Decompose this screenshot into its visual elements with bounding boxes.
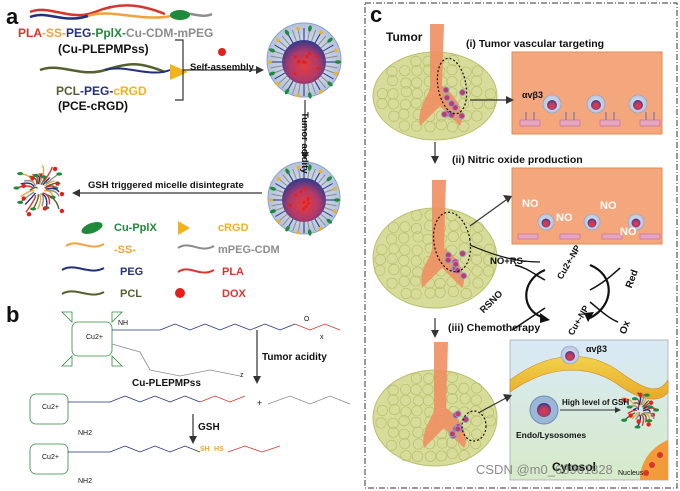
cu-label-1: Cu2+ xyxy=(86,334,103,341)
tumor-acidity-a: Tumor acidity xyxy=(299,112,310,174)
z-label: z xyxy=(240,372,244,379)
no-label-3: NO xyxy=(600,200,617,212)
cycle-left xyxy=(526,270,545,318)
sh-label: SH xyxy=(200,446,210,453)
cu-cdm-mpeg-text: Cu-CDM-mPEG xyxy=(126,26,213,40)
legend-ss-shape xyxy=(66,243,104,246)
plus-label: + xyxy=(257,398,262,408)
polymer1-label: PLA-SS-PEG-PplX-Cu-CDM-mPEG xyxy=(18,26,213,40)
self-assembly-text: Self-assembly xyxy=(190,62,254,73)
cu-pplx-ellipse xyxy=(170,10,190,20)
nh-label: NH xyxy=(118,320,128,327)
legend-mpeg-shape xyxy=(178,245,214,248)
panel-c-label: c xyxy=(370,2,382,28)
hs-label: HS xyxy=(214,446,224,453)
no-label-2: NO xyxy=(556,212,573,224)
legend-dox-shape xyxy=(175,288,185,298)
gsh-b: GSH xyxy=(198,422,220,433)
crgd-triangle xyxy=(170,64,188,80)
pcl-text: PCL xyxy=(56,84,80,98)
legend-dox: DOX xyxy=(222,288,246,300)
x-label: x xyxy=(320,334,324,341)
crgd-text: cRGD xyxy=(113,84,146,98)
legend-peg-shape xyxy=(62,267,104,270)
peg2-text: -PEG- xyxy=(80,84,113,98)
polymer2-label: PCL-PEG-cRGD xyxy=(56,84,147,98)
legend-cu-pplx: Cu-PplX xyxy=(114,222,157,234)
no-rs-text: NO+RS- xyxy=(490,256,526,267)
polymer2-name: (PCE-cRGD) xyxy=(58,99,128,113)
panel-b-molecules xyxy=(30,312,350,474)
step3-text: (iii) Chemotherapy xyxy=(448,322,540,334)
legend-cu-pplx-shape xyxy=(80,220,104,237)
legend-pla-shape xyxy=(178,269,214,272)
legend-mpeg-cdm: mPEG-CDM xyxy=(218,244,280,256)
disintegrated-micelle xyxy=(13,165,64,216)
endo-text: Endo/Lysosomes xyxy=(516,430,586,440)
cu-plepmpss-name: Cu-PLEPMPss xyxy=(132,378,201,389)
no-label-4: NO xyxy=(620,226,637,238)
dox-dot-arrow xyxy=(218,48,226,56)
step1-text: (i) Tumor vascular targeting xyxy=(466,38,604,50)
no-label-1: NO xyxy=(522,198,539,210)
nh2-label-1: NH2 xyxy=(78,430,92,437)
watermark: CSDN @m0_68961828 xyxy=(476,462,613,477)
legend-pla: PLA xyxy=(222,266,244,278)
cu-label-3: Cu2+ xyxy=(42,454,59,461)
polymer2-chain xyxy=(40,64,188,80)
integrin-label-1: αvβ3 xyxy=(522,90,543,100)
tumor-blobs xyxy=(373,24,497,466)
legend-pcl: PCL xyxy=(120,288,142,300)
nucleus-text: Nucleus xyxy=(618,470,643,477)
nh2-label-2: NH2 xyxy=(78,478,92,485)
tumor-acidity-b: Tumor acidity xyxy=(262,352,327,363)
legend-crgd-shape xyxy=(178,221,190,235)
step2-text: (ii) Nitric oxide production xyxy=(452,154,583,166)
micelle-top xyxy=(267,23,341,99)
tumor-title: Tumor xyxy=(386,30,422,44)
cu-label-2: Cu2+ xyxy=(42,404,59,411)
high-gsh-text: High level of GSH xyxy=(562,398,629,407)
legend-peg: PEG xyxy=(120,266,143,278)
polymer1-name: (Cu-PLEPMPss) xyxy=(58,42,149,56)
legend-ss: -SS- xyxy=(114,244,136,256)
panel-b-label: b xyxy=(6,302,19,328)
o-label: O xyxy=(304,316,309,323)
pplx-text: -PplX- xyxy=(91,26,126,40)
integrin-label-2: αvβ3 xyxy=(586,344,607,354)
legend-crgd: cRGD xyxy=(218,222,249,234)
gsh-disintegrate-text: GSH triggered micelle disintegrate xyxy=(88,180,244,191)
legend-pcl-shape xyxy=(62,291,104,294)
ss-text: -SS- xyxy=(42,26,66,40)
pla-text: PLA xyxy=(18,26,42,40)
polymer1-chain xyxy=(30,5,212,20)
peg-text: PEG xyxy=(66,26,91,40)
panel-a-label: a xyxy=(6,4,18,30)
